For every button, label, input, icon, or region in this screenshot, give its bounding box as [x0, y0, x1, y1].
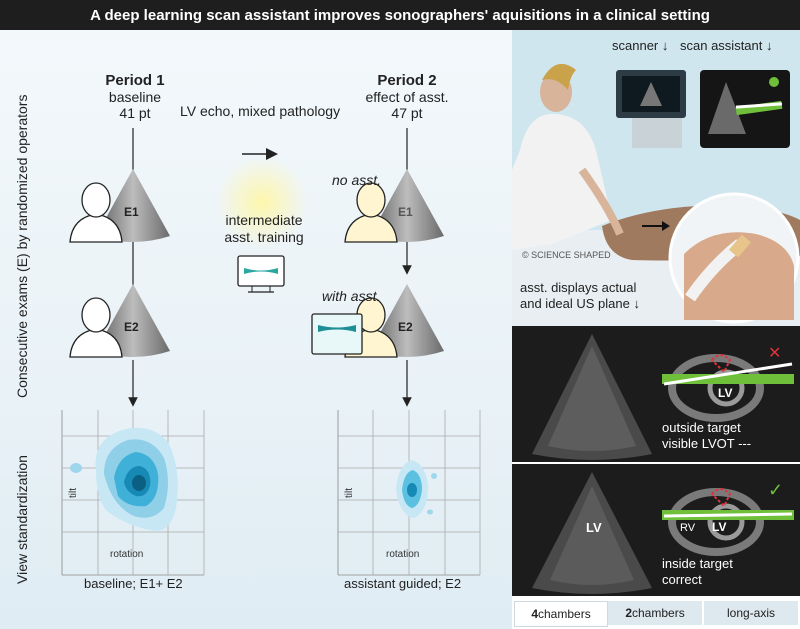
- view-tabs: 4 chambers 2 chambers long-axis: [512, 599, 800, 629]
- operator-icon-p1-e2: [69, 297, 123, 358]
- tab-long-axis[interactable]: long-axis: [704, 601, 798, 625]
- page-title: A deep learning scan assistant improves …: [90, 6, 710, 24]
- tab-4-chambers[interactable]: 4 chambers: [514, 601, 608, 627]
- outside-lv-label: LV: [718, 386, 733, 400]
- inside-target-panel: ✓: [512, 464, 800, 596]
- with-assist-label: with asst.: [322, 288, 381, 304]
- assistant-monitor-icon: [237, 255, 285, 293]
- plot2-xlabel: rotation: [386, 549, 420, 560]
- density-blob-baseline: [70, 427, 178, 531]
- inside-lv-label: LV: [712, 520, 727, 534]
- operator-icon-p1-e1: [69, 182, 123, 243]
- outside-target-panel: ✕: [512, 326, 800, 462]
- operator-icon-p2-e1: [344, 182, 398, 243]
- exam-label-p2-e1: E1: [398, 205, 413, 219]
- scan-assistant-label: scan assistant ↓: [680, 38, 773, 53]
- assistant-monitor-icon-p2: [311, 313, 363, 355]
- inside-rv-label: RV: [680, 522, 696, 534]
- exam-label-p1-e1: E1: [124, 205, 139, 219]
- exam-label-p2-e2: E2: [398, 320, 413, 334]
- caption-baseline: baseline; E1+ E2: [84, 576, 183, 591]
- scanning-illustration: [512, 30, 800, 326]
- training-glow: [216, 156, 308, 248]
- scanner-label: scanner ↓: [612, 38, 669, 53]
- scanning-scene: [512, 30, 800, 326]
- watermark: © SCIENCE SHAPED: [522, 250, 611, 260]
- caption-guided: assistant guided; E2: [344, 576, 462, 591]
- plot2-ylabel: tilt: [344, 488, 355, 498]
- inside-target-graphic: ✓: [532, 472, 794, 594]
- check-mark-icon: ✓: [768, 480, 783, 500]
- tab-2-chambers[interactable]: 2 chambers: [608, 601, 702, 625]
- density-blob-guided: [396, 460, 437, 518]
- cohort-label: LV echo, mixed pathology: [180, 103, 341, 119]
- plot1-ylabel: tilt: [68, 488, 79, 498]
- title-bar: A deep learning scan assistant improves …: [0, 0, 800, 30]
- exam-label-p1-e2: E2: [124, 320, 139, 334]
- no-assist-label: no asst.: [332, 172, 382, 188]
- plot1-xlabel: rotation: [110, 549, 144, 560]
- outside-target-graphic: ✕: [532, 334, 794, 460]
- flow-diagram: [61, 128, 481, 576]
- error-mark-icon: ✕: [768, 345, 781, 362]
- inside-us-lv-label: LV: [586, 520, 602, 535]
